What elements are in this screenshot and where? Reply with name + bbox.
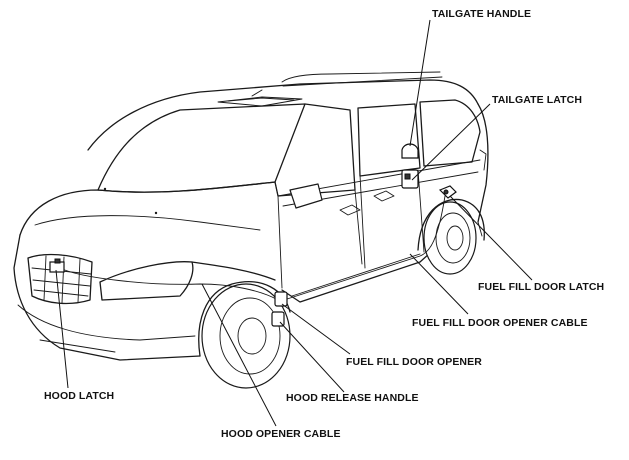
hood-opener-cable-line	[59, 267, 279, 301]
fuel-fill-door-opener-part	[274, 291, 288, 307]
fuel-fill-door-latch-part	[438, 185, 457, 199]
leader-hood-latch	[55, 269, 69, 389]
hood-release-handle-label: HOOD RELEASE HANDLE	[286, 392, 419, 404]
tailgate-latch-part	[401, 169, 419, 189]
leader-fuel-fill-door-opener-cable	[409, 253, 469, 315]
leader-fuel-fill-door-opener	[281, 303, 351, 355]
fuel-fill-door-latch-label: FUEL FILL DOOR LATCH	[478, 281, 605, 293]
front-wheel	[201, 283, 291, 389]
leader-lines	[55, 19, 533, 427]
fuel-fill-door-opener-cable-line	[283, 195, 446, 301]
fuel-fill-door-opener-cable-label: FUEL FILL DOOR OPENER CABLE	[412, 317, 588, 329]
rear-wheel	[423, 201, 477, 275]
tailgate-latch-label: TAILGATE LATCH	[492, 94, 583, 106]
leader-hood-opener-cable	[201, 283, 277, 427]
leader-hood-release-handle	[279, 321, 345, 393]
hood-latch-part	[49, 258, 65, 273]
fuel-fill-door-opener-label: FUEL FILL DOOR OPENER	[346, 356, 482, 368]
hood-latch-label: HOOD LATCH	[44, 390, 115, 402]
hood-opener-cable-label: HOOD OPENER CABLE	[221, 428, 341, 440]
tailgate-handle-label: TAILGATE HANDLE	[432, 8, 532, 20]
leader-tailgate-latch	[411, 103, 491, 181]
leader-fuel-fill-door-latch	[449, 195, 533, 281]
tailgate-handle-part	[401, 143, 419, 159]
leader-tailgate-handle	[409, 19, 431, 147]
